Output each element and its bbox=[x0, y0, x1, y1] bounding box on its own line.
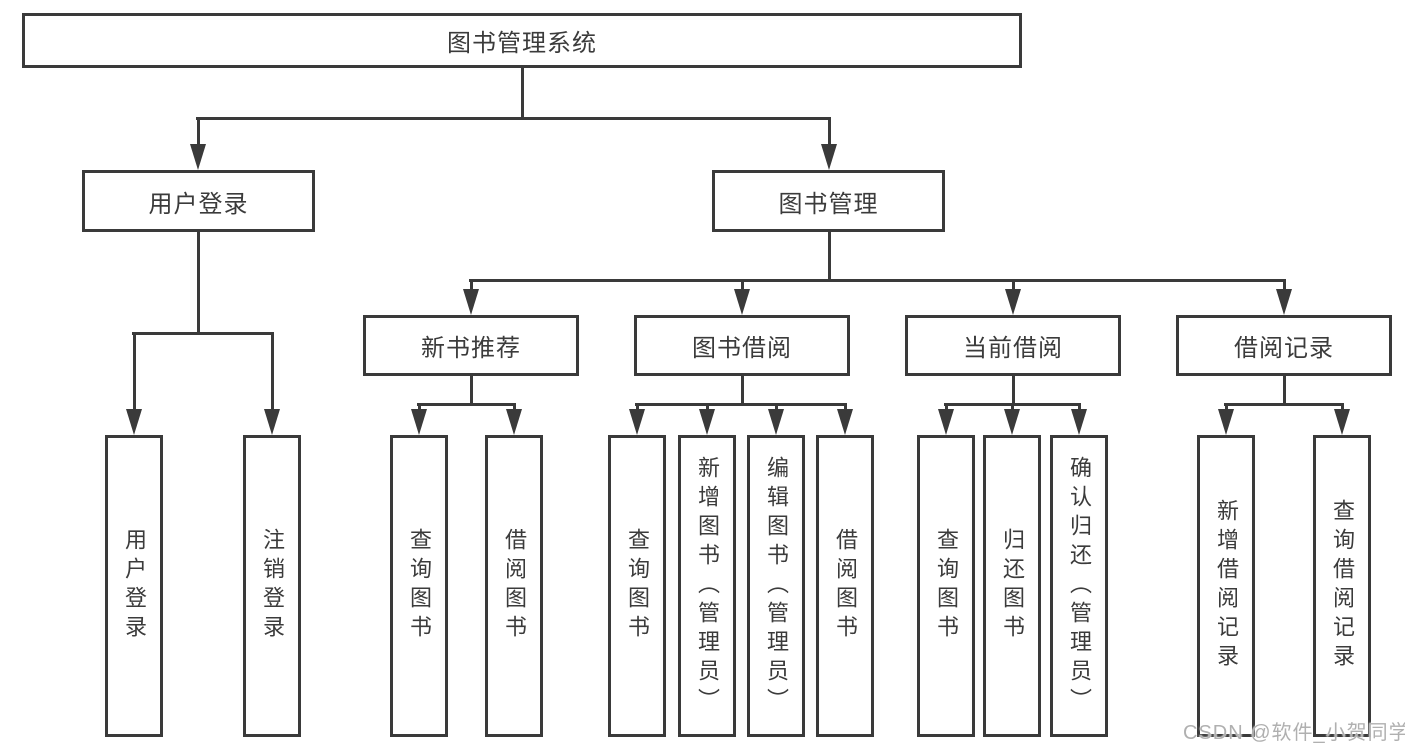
node-user-login-label: 用户登录 bbox=[148, 190, 249, 218]
arrow-head-icon bbox=[629, 409, 645, 435]
arrow-head-icon bbox=[1004, 409, 1020, 435]
arrow-head-icon bbox=[264, 409, 280, 435]
connector-stem bbox=[1011, 376, 1015, 405]
connector-branch-line bbox=[196, 116, 831, 120]
leaf-query-books-newrec: 查询图书 bbox=[390, 435, 448, 737]
leaf-return-books-label: 归还图书 bbox=[1000, 528, 1025, 644]
node-new-book-recommendation-label: 新书推荐 bbox=[421, 335, 521, 362]
node-root-system: 图书管理系统 bbox=[22, 13, 1022, 68]
leaf-add-borrow-record: 新增借阅记录 bbox=[1197, 435, 1255, 737]
leaf-query-books-newrec-label: 查询图书 bbox=[407, 528, 432, 644]
leaf-query-borrow-record: 查询借阅记录 bbox=[1313, 435, 1371, 737]
arrow-head-icon bbox=[938, 409, 954, 435]
node-book-borrowing: 图书借阅 bbox=[634, 315, 850, 376]
node-user-login: 用户登录 bbox=[82, 170, 315, 232]
arrow-head-icon bbox=[506, 409, 522, 435]
node-current-borrowing: 当前借阅 bbox=[905, 315, 1121, 376]
leaf-logout-label: 注销登录 bbox=[260, 528, 285, 644]
connector-stem bbox=[196, 232, 200, 334]
leaf-user-login: 用户登录 bbox=[105, 435, 163, 737]
arrow-stem bbox=[469, 279, 473, 293]
arrow-stem bbox=[1224, 403, 1228, 413]
leaf-query-books-borrow-label: 查询图书 bbox=[625, 528, 650, 644]
connector-stem bbox=[469, 376, 473, 405]
arrow-head-icon bbox=[1334, 409, 1350, 435]
leaf-add-books-admin-label: 新增图书（管理员） bbox=[695, 455, 720, 717]
connector-stem bbox=[740, 376, 744, 405]
arrow-stem bbox=[1010, 403, 1014, 413]
arrow-stem bbox=[512, 403, 516, 413]
leaf-edit-books-admin-label: 编辑图书（管理员） bbox=[764, 455, 789, 717]
leaf-return-books: 归还图书 bbox=[983, 435, 1041, 737]
arrow-head-icon bbox=[821, 144, 837, 170]
arrow-head-icon bbox=[126, 409, 142, 435]
connector-stem bbox=[827, 232, 831, 281]
arrow-stem bbox=[1340, 403, 1344, 413]
arrow-stem bbox=[827, 117, 831, 148]
connector-branch-line bbox=[417, 402, 516, 406]
leaf-logout: 注销登录 bbox=[243, 435, 301, 737]
arrow-stem bbox=[1011, 279, 1015, 293]
arrow-head-icon bbox=[768, 409, 784, 435]
arrow-stem bbox=[635, 403, 639, 413]
leaf-edit-books-admin: 编辑图书（管理员） bbox=[747, 435, 805, 737]
connector-branch-line bbox=[635, 402, 847, 406]
leaf-add-borrow-record-label: 新增借阅记录 bbox=[1214, 499, 1239, 673]
node-current-borrowing-label: 当前借阅 bbox=[963, 335, 1063, 362]
arrow-stem bbox=[196, 117, 200, 148]
leaf-borrow-books-newrec-label: 借阅图书 bbox=[502, 528, 527, 644]
arrow-head-icon bbox=[837, 409, 853, 435]
node-book-management-label: 图书管理 bbox=[778, 190, 879, 218]
connector-branch-line bbox=[469, 278, 1286, 282]
arrow-stem bbox=[1077, 403, 1081, 413]
leaf-confirm-return-admin: 确认归还（管理员） bbox=[1050, 435, 1108, 737]
node-book-management: 图书管理 bbox=[712, 170, 945, 232]
arrow-stem bbox=[1282, 279, 1286, 293]
arrow-head-icon bbox=[1218, 409, 1234, 435]
node-borrowing-records-label: 借阅记录 bbox=[1234, 335, 1334, 362]
arrow-stem bbox=[705, 403, 709, 413]
arrow-head-icon bbox=[1071, 409, 1087, 435]
leaf-confirm-return-admin-label: 确认归还（管理员） bbox=[1067, 455, 1092, 717]
leaf-query-borrow-record-label: 查询借阅记录 bbox=[1330, 499, 1355, 673]
arrow-stem bbox=[740, 279, 744, 293]
connector-stem bbox=[1282, 376, 1286, 405]
connector-stem bbox=[520, 68, 524, 119]
arrow-stem bbox=[944, 403, 948, 413]
leaf-borrow-books-borrow-label: 借阅图书 bbox=[833, 528, 858, 644]
leaf-borrow-books-borrow: 借阅图书 bbox=[816, 435, 874, 737]
arrow-head-icon bbox=[699, 409, 715, 435]
arrow-stem bbox=[417, 403, 421, 413]
leaf-borrow-books-newrec: 借阅图书 bbox=[485, 435, 543, 737]
arrow-head-icon bbox=[411, 409, 427, 435]
arrow-head-icon bbox=[1276, 289, 1292, 315]
arrow-head-icon bbox=[190, 144, 206, 170]
node-book-borrowing-label: 图书借阅 bbox=[692, 335, 792, 362]
node-borrowing-records: 借阅记录 bbox=[1176, 315, 1392, 376]
leaf-add-books-admin: 新增图书（管理员） bbox=[678, 435, 736, 737]
leaf-query-books-current-label: 查询图书 bbox=[934, 528, 959, 644]
arrow-head-icon bbox=[1005, 289, 1021, 315]
arrow-head-icon bbox=[734, 289, 750, 315]
arrow-stem bbox=[774, 403, 778, 413]
arrow-stem bbox=[843, 403, 847, 413]
node-root-system-label: 图书管理系统 bbox=[447, 30, 597, 57]
arrow-stem bbox=[132, 332, 136, 413]
connector-branch-line bbox=[132, 331, 274, 335]
node-new-book-recommendation: 新书推荐 bbox=[363, 315, 579, 376]
arrow-stem bbox=[270, 332, 274, 413]
leaf-user-login-label: 用户登录 bbox=[122, 528, 147, 644]
arrow-head-icon bbox=[463, 289, 479, 315]
leaf-query-books-borrow: 查询图书 bbox=[608, 435, 666, 737]
connector-branch-line bbox=[1224, 402, 1344, 406]
leaf-query-books-current: 查询图书 bbox=[917, 435, 975, 737]
csdn-watermark: CSDN @软件_小贺同学 bbox=[1183, 722, 1405, 744]
